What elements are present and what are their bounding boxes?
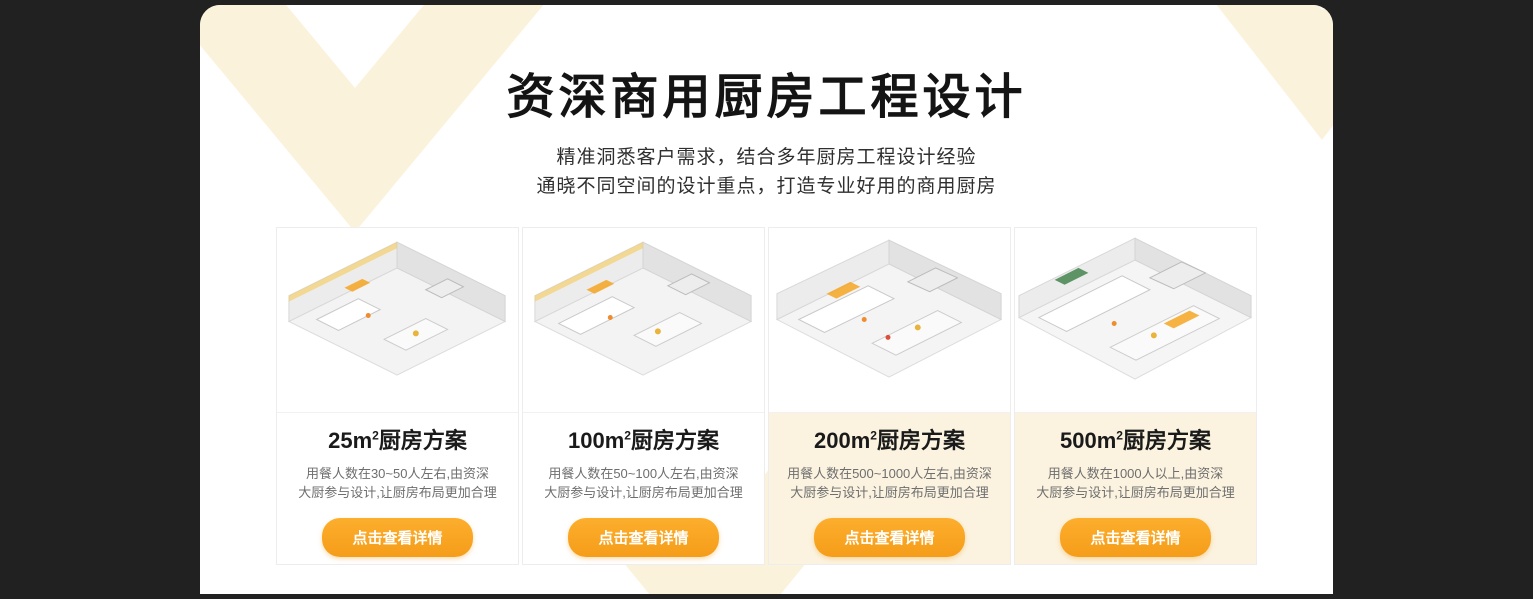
plan-card-description: 用餐人数在50~100人左右,由资深 大厨参与设计,让厨房布局更加合理 <box>523 464 764 502</box>
plan-card-body: 100m2厨房方案 用餐人数在50~100人左右,由资深 大厨参与设计,让厨房布… <box>523 413 764 564</box>
plan-size: 500m <box>1059 428 1117 453</box>
desc-line-2: 大厨参与设计,让厨房布局更加合理 <box>1036 485 1235 500</box>
plan-card-body: 25m2厨房方案 用餐人数在30~50人左右,由资深 大厨参与设计,让厨房布局更… <box>277 413 518 564</box>
plan-card-25m2: 25m2厨房方案 用餐人数在30~50人左右,由资深 大厨参与设计,让厨房布局更… <box>276 227 519 565</box>
plan-card-500m2: 500m2厨房方案 用餐人数在1000人以上,由资深 大厨参与设计,让厨房布局更… <box>1014 227 1257 565</box>
plan-title-suffix: 厨房方案 <box>631 428 720 453</box>
view-details-button[interactable]: 点击查看详情 <box>814 518 965 557</box>
kitchen-render-image <box>769 228 1010 413</box>
plan-size: 100m <box>567 428 625 453</box>
header: 资深商用厨房工程设计 精准洞悉客户需求，结合多年厨房工程设计经验 通晓不同空间的… <box>200 5 1333 201</box>
desc-line-1: 用餐人数在50~100人左右,由资深 <box>548 466 739 481</box>
plan-card-title: 500m2厨房方案 <box>1015 423 1256 455</box>
kitchen-isometric-render-icon <box>1017 237 1253 380</box>
desc-line-2: 大厨参与设计,让厨房布局更加合理 <box>544 485 743 500</box>
plan-size: 200m <box>813 428 871 453</box>
plan-title-suffix: 厨房方案 <box>1123 428 1212 453</box>
kitchen-isometric-render-icon <box>775 239 1003 378</box>
plan-card-100m2: 100m2厨房方案 用餐人数在50~100人左右,由资深 大厨参与设计,让厨房布… <box>522 227 765 565</box>
kitchen-isometric-render-icon <box>287 241 507 376</box>
subtitle-line-1: 精准洞悉客户需求，结合多年厨房工程设计经验 <box>556 147 977 168</box>
plan-card-body: 200m2厨房方案 用餐人数在500~1000人左右,由资深 大厨参与设计,让厨… <box>769 413 1010 564</box>
view-details-button[interactable]: 点击查看详情 <box>322 518 473 557</box>
desc-line-1: 用餐人数在30~50人左右,由资深 <box>305 466 490 481</box>
kitchen-render-image <box>277 228 518 413</box>
desc-line-1: 用餐人数在500~1000人左右,由资深 <box>787 466 992 481</box>
desc-line-2: 大厨参与设计,让厨房布局更加合理 <box>298 485 497 500</box>
plan-card-body: 500m2厨房方案 用餐人数在1000人以上,由资深 大厨参与设计,让厨房布局更… <box>1015 413 1256 564</box>
plan-cards-row: 25m2厨房方案 用餐人数在30~50人左右,由资深 大厨参与设计,让厨房布局更… <box>276 227 1257 565</box>
page-title: 资深商用厨房工程设计 <box>506 71 1027 124</box>
desc-line-1: 用餐人数在1000人以上,由资深 <box>1047 466 1224 481</box>
plan-card-title: 100m2厨房方案 <box>523 423 764 455</box>
plan-title-suffix: 厨房方案 <box>877 428 966 453</box>
plan-size-sup: 2 <box>1116 428 1123 443</box>
plan-card-description: 用餐人数在500~1000人左右,由资深 大厨参与设计,让厨房布局更加合理 <box>769 464 1010 502</box>
kitchen-isometric-render-icon <box>533 241 753 376</box>
plan-title-suffix: 厨房方案 <box>378 428 467 453</box>
plan-card-title: 200m2厨房方案 <box>769 423 1010 455</box>
kitchen-render-image <box>1015 228 1256 413</box>
desc-line-2: 大厨参与设计,让厨房布局更加合理 <box>790 485 989 500</box>
view-details-button[interactable]: 点击查看详情 <box>1060 518 1211 557</box>
plan-size-sup: 2 <box>870 428 877 443</box>
plan-card-description: 用餐人数在30~50人左右,由资深 大厨参与设计,让厨房布局更加合理 <box>277 464 518 502</box>
plan-card-title: 25m2厨房方案 <box>277 423 518 455</box>
kitchen-render-image <box>523 228 764 413</box>
view-details-button[interactable]: 点击查看详情 <box>568 518 719 557</box>
main-panel: 资深商用厨房工程设计 精准洞悉客户需求，结合多年厨房工程设计经验 通晓不同空间的… <box>200 5 1333 594</box>
page-subtitle: 精准洞悉客户需求，结合多年厨房工程设计经验 通晓不同空间的设计重点，打造专业好用… <box>200 143 1333 201</box>
plan-size: 25m <box>328 428 373 453</box>
plan-card-200m2: 200m2厨房方案 用餐人数在500~1000人左右,由资深 大厨参与设计,让厨… <box>768 227 1011 565</box>
plan-size-sup: 2 <box>624 428 631 443</box>
subtitle-line-2: 通晓不同空间的设计重点，打造专业好用的商用厨房 <box>536 176 997 197</box>
plan-size-sup: 2 <box>372 428 379 443</box>
plan-card-description: 用餐人数在1000人以上,由资深 大厨参与设计,让厨房布局更加合理 <box>1015 464 1256 502</box>
